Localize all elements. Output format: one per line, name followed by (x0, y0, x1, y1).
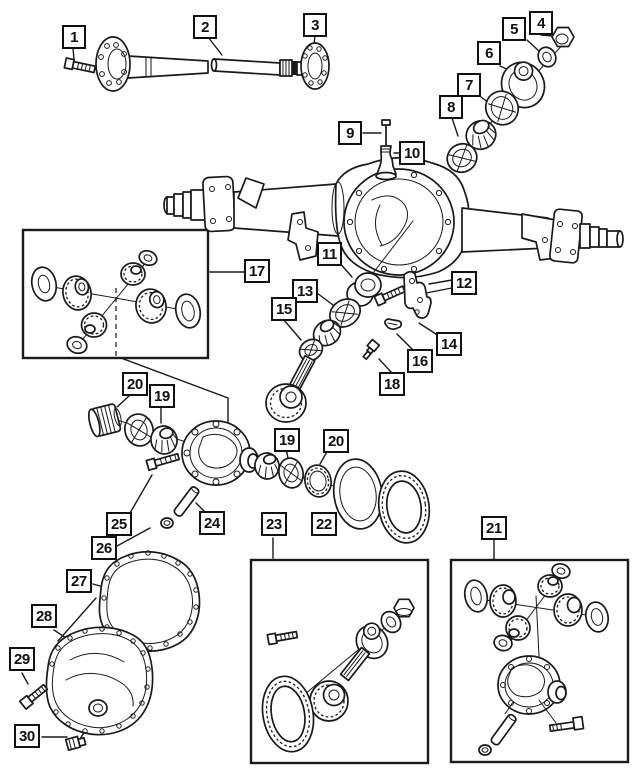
retainer-clip (384, 318, 403, 331)
callout-2[interactable]: 2 (193, 15, 217, 39)
axle-vent-fitting (375, 145, 397, 181)
pinion-inner-bearing-cup (328, 298, 362, 328)
cover-bolt (18, 683, 49, 710)
ring-gear-bolt (145, 452, 181, 472)
carrier-bearing-cup-left (124, 413, 154, 447)
callout-10[interactable]: 10 (399, 141, 425, 165)
callout-5[interactable]: 5 (502, 17, 526, 41)
callout-12[interactable]: 12 (451, 271, 477, 295)
carrier-bearing-left (87, 403, 122, 438)
callout-23[interactable]: 23 (261, 512, 287, 536)
callout-29[interactable]: 29 (9, 647, 35, 671)
pinion-cross-shaft (173, 486, 200, 517)
inset-box-differential-gears (21, 228, 210, 360)
axle-flange (300, 42, 330, 90)
callout-19-right[interactable]: 19 (274, 428, 300, 452)
callout-11[interactable]: 11 (317, 242, 342, 266)
callout-17[interactable]: 17 (244, 259, 270, 283)
drive-pinion-gear (265, 354, 316, 423)
callout-19-left[interactable]: 19 (149, 384, 175, 408)
callout-6[interactable]: 6 (477, 41, 501, 65)
callout-27[interactable]: 27 (66, 569, 92, 593)
callout-20-left[interactable]: 20 (122, 372, 148, 396)
callout-3[interactable]: 3 (303, 13, 327, 37)
callout-8[interactable]: 8 (439, 95, 463, 119)
pinion-washer (537, 46, 557, 68)
pinion-outer-bearing (465, 119, 497, 151)
carrier-bearing-cone-left (150, 425, 178, 455)
callout-22[interactable]: 22 (311, 512, 337, 536)
inset-box-ring-and-pinion (249, 558, 430, 765)
callout-26[interactable]: 26 (91, 536, 117, 560)
callout-25[interactable]: 25 (106, 512, 132, 536)
axle-shaft (95, 36, 209, 92)
callout-18[interactable]: 18 (379, 372, 405, 396)
inset-box-differential-case-kit (449, 558, 630, 764)
pinion-nut (551, 26, 575, 48)
fill-plug (64, 735, 87, 752)
callout-7[interactable]: 7 (457, 73, 481, 97)
carrier-bearing-cup-right (278, 457, 304, 489)
callout-21[interactable]: 21 (481, 516, 507, 540)
carrier-bearing-right (304, 464, 332, 498)
pinion-outer-bearing-cup (446, 142, 478, 174)
ring-gear-shim (332, 458, 384, 530)
pinion-seal (484, 90, 520, 126)
inset-differential-case-kit (463, 562, 610, 756)
callout-24[interactable]: 24 (199, 511, 225, 535)
axle-shaft-outer-section (210, 58, 310, 77)
wheel-stud (63, 57, 97, 74)
callout-15[interactable]: 15 (271, 297, 297, 321)
axle-vent-tube (381, 119, 391, 148)
callout-20-right[interactable]: 20 (323, 429, 349, 453)
callout-9[interactable]: 9 (338, 121, 362, 145)
differential-cover (45, 626, 154, 736)
callout-16[interactable]: 16 (407, 349, 433, 373)
shock-bracket (403, 270, 432, 319)
inset-differential-gears (30, 249, 202, 356)
inset-ring-and-pinion (261, 598, 415, 753)
ring-gear (377, 470, 431, 544)
differential-carrier (181, 420, 259, 486)
carrier-bearing-cone-right (254, 452, 280, 480)
axle-housing (163, 156, 624, 282)
adjuster-screw (362, 338, 381, 361)
callout-28[interactable]: 28 (31, 604, 57, 628)
callout-1[interactable]: 1 (62, 25, 86, 49)
callout-4[interactable]: 4 (529, 11, 553, 35)
cross-shaft-lock-ring (160, 517, 174, 529)
callout-30[interactable]: 30 (14, 724, 40, 748)
pinion-inner-bearing (312, 319, 342, 347)
callout-14[interactable]: 14 (436, 332, 462, 356)
